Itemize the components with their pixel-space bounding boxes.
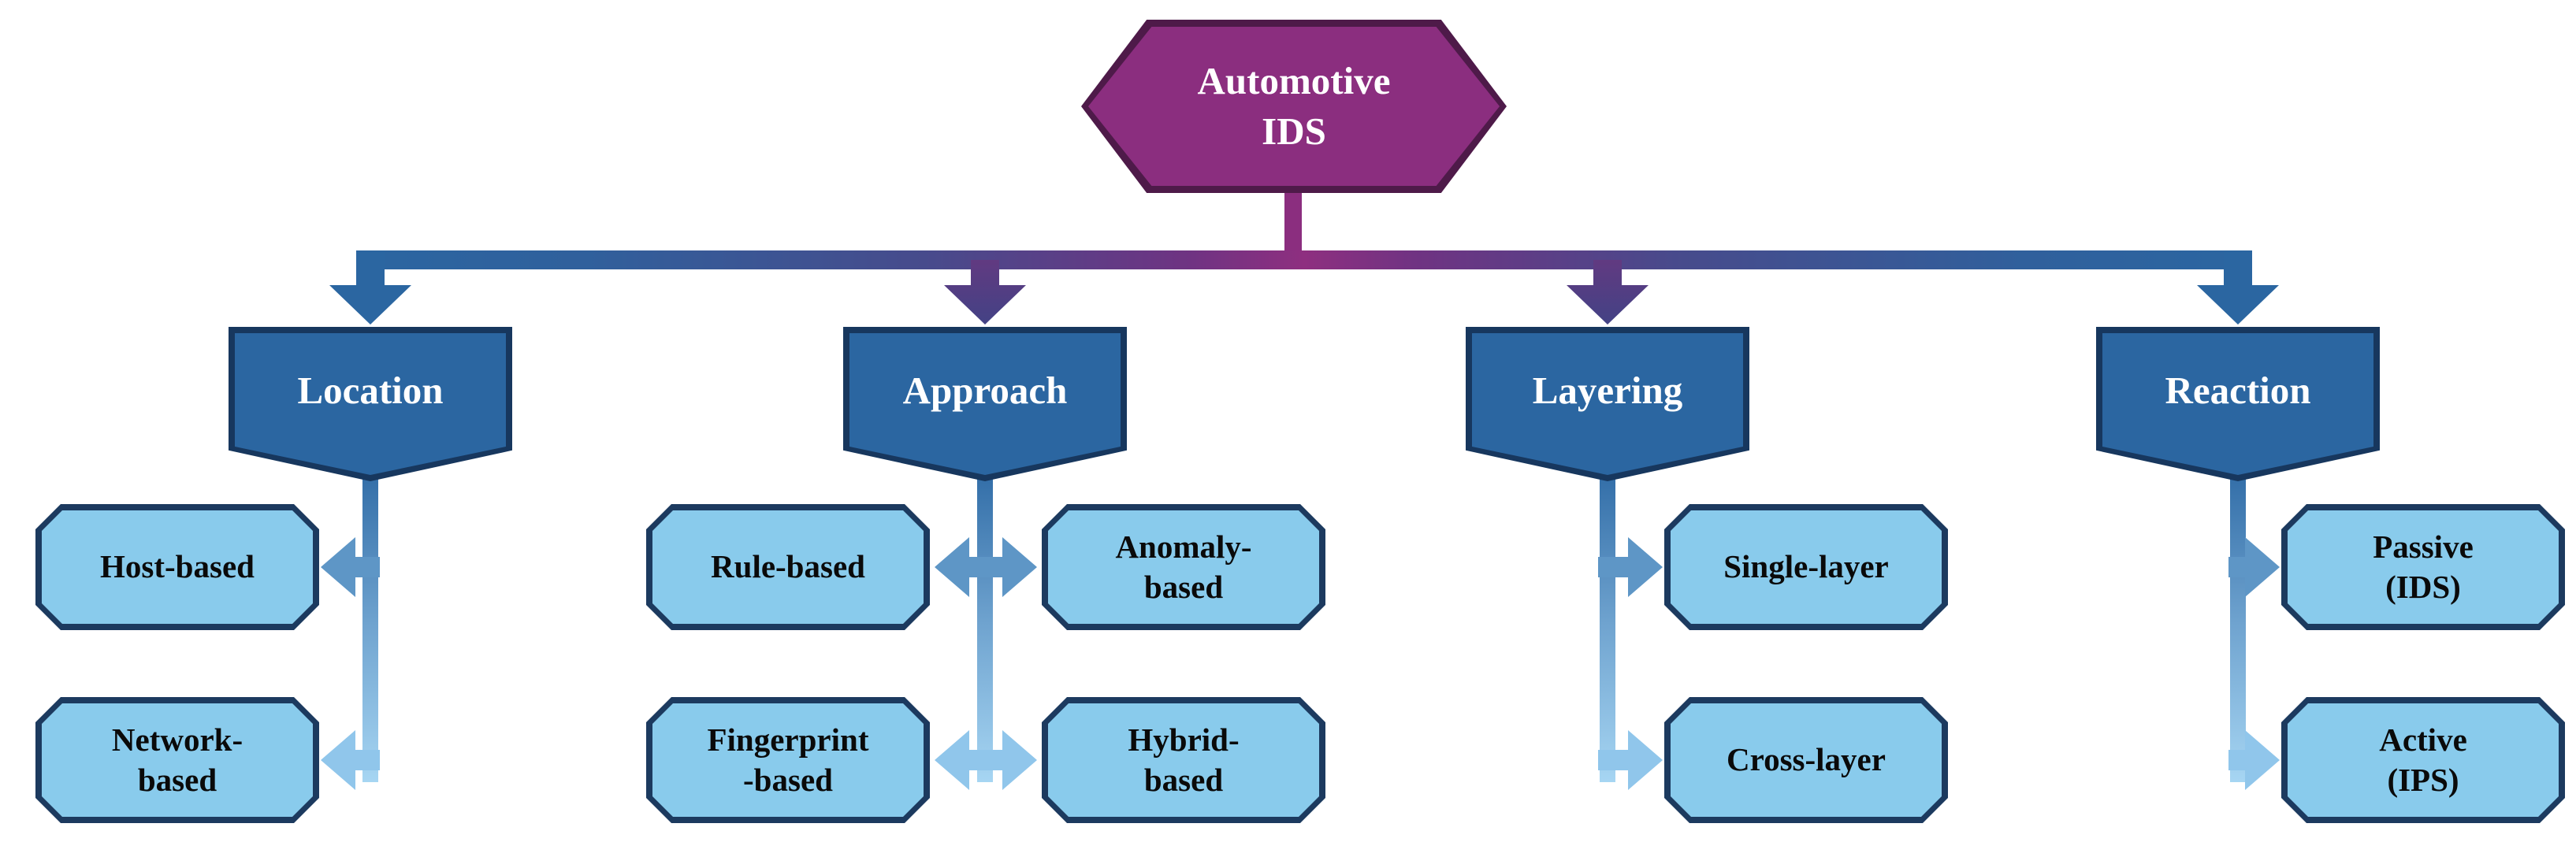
leaf-label-line1: Active (2379, 721, 2467, 758)
leaf-label-line1: Rule-based (711, 548, 865, 585)
branch-node-reaction: Reaction (2096, 327, 2380, 481)
leaf-label-line2: based (1143, 569, 1224, 605)
leaf-node-single-layer: Single-layer (1664, 504, 1948, 630)
leaf-label-line2: (IPS) (2387, 762, 2459, 798)
root-node-automotive-ids: Automotive IDS (1081, 20, 1507, 193)
root-stem-connector (1284, 189, 1302, 254)
leaf-label-line2: (IDS) (2385, 569, 2461, 605)
leaf-node-anomaly-based-fill (1048, 510, 1319, 624)
leaf-label-line1: Anomaly- (1115, 528, 1252, 565)
arrow-fingerprint-hybrid (935, 730, 1037, 790)
arrow-passive-ids (2228, 537, 2280, 597)
leaf-label-line2: -based (743, 762, 833, 798)
down-arrow-reaction (2197, 250, 2279, 325)
branch-node-reaction-label: Reaction (2165, 368, 2311, 412)
branch-node-layering-label: Layering (1532, 368, 1683, 412)
branch-node-reaction-fill (2102, 333, 2373, 475)
branch-node-location: Location (229, 327, 512, 481)
leaf-node-network-based: Network- based (35, 697, 319, 823)
leaf-label-line1: Cross-layer (1727, 741, 1886, 778)
leaf-node-single-layer-label: Single-layer (1664, 504, 1948, 630)
down-arrow-layering (1567, 260, 1649, 325)
leaf-node-cross-layer: Cross-layer (1664, 697, 1948, 823)
root-node-fill (1088, 27, 1500, 186)
branch-line-location (362, 463, 378, 782)
branch-node-approach: Approach (843, 327, 1127, 481)
root-node-label: Automotive IDS (1081, 20, 1507, 193)
leaf-node-host-based: Host-based (35, 504, 319, 630)
leaf-label-line1: Host-based (100, 548, 255, 585)
leaf-label-line1: Passive (2373, 528, 2474, 565)
leaf-node-passive-ids: Passive (IDS) (2281, 504, 2565, 630)
leaf-node-hybrid-based-fill (1048, 703, 1319, 817)
down-arrow-approach (944, 260, 1026, 325)
leaf-node-cross-layer-label: Cross-layer (1664, 697, 1948, 823)
leaf-node-active-ips-label: Active (IPS) (2281, 697, 2565, 823)
root-label-line1: Automotive (1197, 59, 1391, 103)
branch-node-approach-label: Approach (902, 368, 1068, 412)
leaf-node-network-based-fill (42, 703, 313, 817)
leaf-node-fingerprint-based-label: Fingerprint -based (646, 697, 930, 823)
arrow-single-layer (1598, 537, 1663, 597)
leaf-node-rule-based-fill (652, 510, 924, 624)
branch-line-layering (1600, 463, 1615, 782)
branch-line-reaction (2230, 463, 2246, 782)
leaf-label-line2: based (137, 762, 217, 798)
leaf-label-line1: Hybrid- (1128, 721, 1240, 758)
branch-line-approach (977, 463, 993, 782)
arrow-network-based (321, 730, 380, 790)
leaf-node-single-layer-fill (1671, 510, 1942, 624)
branch-node-location-label: Location (297, 368, 444, 412)
leaf-label-line1: Fingerprint (707, 721, 869, 758)
leaf-node-host-based-label: Host-based (35, 504, 319, 630)
leaf-node-rule-based-label: Rule-based (646, 504, 930, 630)
leaf-node-hybrid-based: Hybrid- based (1042, 697, 1325, 823)
arrow-cross-layer (1598, 730, 1663, 790)
branch-node-approach-fill (849, 333, 1121, 475)
leaf-node-anomaly-based: Anomaly- based (1042, 504, 1325, 630)
branch-node-location-fill (235, 333, 506, 475)
leaf-node-passive-ids-fill (2288, 510, 2559, 624)
arrow-host-based (321, 537, 380, 597)
leaf-node-fingerprint-based: Fingerprint -based (646, 697, 930, 823)
leaf-node-host-based-fill (42, 510, 313, 624)
leaf-node-active-ips: Active (IPS) (2281, 697, 2565, 823)
leaf-node-network-based-label: Network- based (35, 697, 319, 823)
leaf-node-rule-based: Rule-based (646, 504, 930, 630)
leaf-node-active-ips-fill (2288, 703, 2559, 817)
leaf-node-passive-ids-label: Passive (IDS) (2281, 504, 2565, 630)
branch-node-layering-fill (1472, 333, 1743, 475)
leaf-node-cross-layer-fill (1671, 703, 1942, 817)
leaf-node-hybrid-based-label: Hybrid- based (1042, 697, 1325, 823)
arrow-active-ips (2228, 730, 2280, 790)
leaf-label-line2: based (1143, 762, 1224, 798)
root-label-line2: IDS (1262, 109, 1326, 153)
leaf-label-line1: Single-layer (1723, 548, 1889, 585)
leaf-label-line1: Network- (111, 721, 243, 758)
arrow-rule-anomaly (935, 537, 1037, 597)
trunk-bar (356, 250, 2252, 269)
leaf-node-fingerprint-based-fill (652, 703, 924, 817)
leaf-node-anomaly-based-label: Anomaly- based (1042, 504, 1325, 630)
branch-node-layering: Layering (1466, 327, 1749, 481)
down-arrow-location (329, 250, 411, 325)
